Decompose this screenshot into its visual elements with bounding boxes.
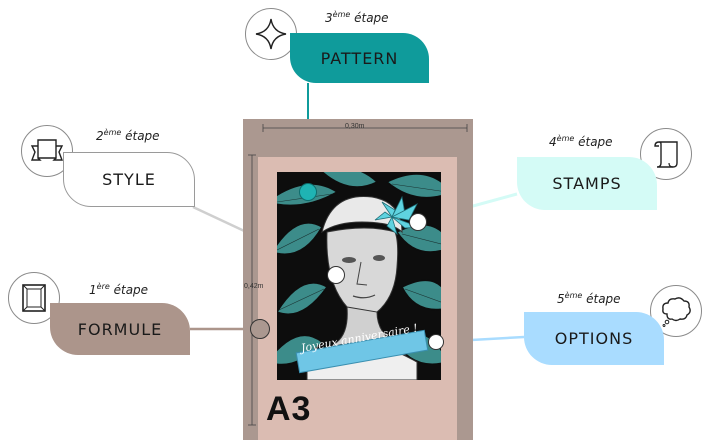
portrait-illustration: [277, 172, 441, 380]
options-anchor-dot[interactable]: [428, 334, 444, 350]
poster-format-label: A3: [266, 390, 312, 428]
formule-step-label: 1ère étape: [89, 282, 149, 297]
pattern-anchor-dot[interactable]: [299, 183, 317, 201]
style-icon-circle: [21, 125, 73, 177]
scroll-icon: [654, 141, 678, 168]
banner-icon: [30, 139, 64, 161]
height-dimension-label: 0,42m: [244, 283, 264, 290]
stamps-button-label: STAMPS: [552, 174, 622, 193]
width-dimension-label: 0,30m: [345, 123, 365, 130]
speech-cloud-icon: [662, 297, 691, 327]
options-button[interactable]: OPTIONS: [524, 312, 664, 365]
style-step-label: 2ème étape: [96, 128, 160, 143]
style-anchor-dot[interactable]: [327, 266, 345, 284]
pattern-button-label: PATTERN: [320, 48, 399, 68]
options-button-label: OPTIONS: [554, 329, 634, 348]
stamps-anchor-dot[interactable]: [409, 213, 427, 231]
pattern-step-label: 3ème étape: [325, 10, 389, 25]
pattern-button[interactable]: PATTERN: [290, 33, 429, 83]
pattern-icon-circle: [245, 8, 297, 60]
stamps-step-label: 4ème étape: [549, 134, 613, 149]
style-button-label: STYLE: [102, 170, 156, 189]
poster-artwork: [277, 172, 441, 380]
options-icon-circle: [650, 285, 702, 337]
stamps-button[interactable]: STAMPS: [517, 157, 657, 210]
formule-button-label: FORMULE: [77, 319, 163, 339]
options-step-label: 5ème étape: [557, 291, 621, 306]
style-button[interactable]: STYLE: [63, 152, 195, 207]
formule-button[interactable]: FORMULE: [50, 303, 190, 355]
sparkle-icon: [255, 18, 287, 50]
frame-icon: [22, 284, 46, 312]
formule-anchor-dot[interactable]: [250, 319, 270, 339]
